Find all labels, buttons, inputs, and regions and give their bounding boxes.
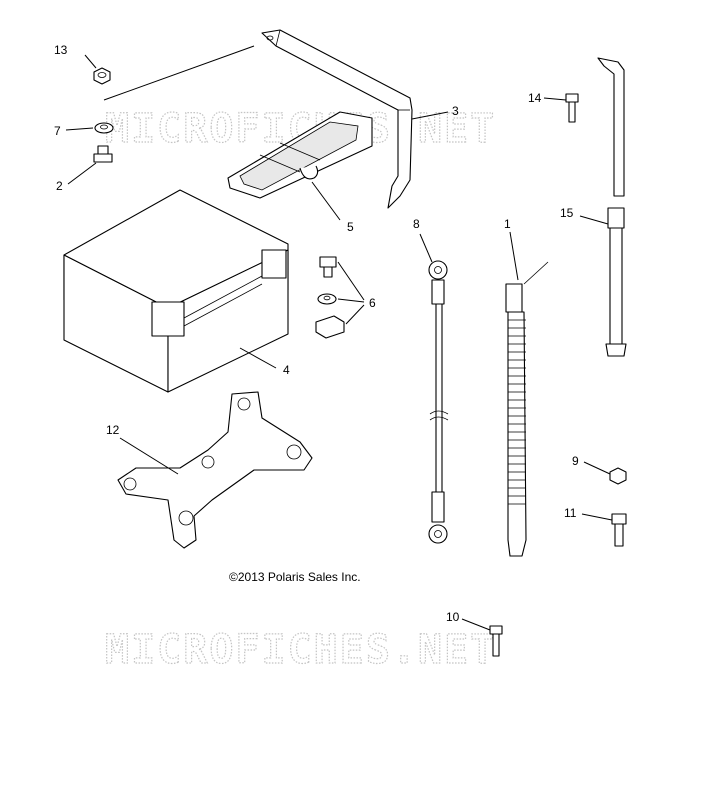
callout-8: 8 [413,217,420,231]
callout-5: 5 [347,220,354,234]
callout-14: 14 [528,91,542,105]
hose-part-14-upper [597,57,625,197]
hardware-part-6 [315,256,365,339]
tray-part-12 [117,391,313,549]
bolt-part-10 [461,618,503,657]
copyright-text: ©2013 Polaris Sales Inc. [229,570,361,584]
callout-11: 11 [564,506,577,520]
callout-13: 13 [54,43,68,57]
strap-part-5 [227,111,373,221]
callout-10: 10 [446,610,460,624]
battery-part-4 [63,189,289,393]
bolt-part-14 [543,93,579,123]
tube-part-15 [579,207,627,357]
stud-part-11 [581,513,627,547]
washer-part-7 [65,122,114,134]
callout-7: 7 [54,124,61,138]
callout-9: 9 [572,454,579,468]
callout-4: 4 [283,363,290,377]
nut-part-9 [583,461,627,485]
callout-1: 1 [504,217,511,231]
bracket-part-3 [103,29,449,209]
watermark-bottom: MICROFICHES.NET [105,627,496,673]
callout-15: 15 [560,206,574,220]
callout-12: 12 [106,423,120,437]
nut-part-13 [84,54,111,85]
bolt-part-2 [67,145,113,185]
cable-part-8 [419,233,449,544]
callout-2: 2 [56,179,63,193]
callout-3: 3 [452,104,459,118]
callout-6: 6 [369,296,376,310]
cable-part-1 [505,231,549,557]
